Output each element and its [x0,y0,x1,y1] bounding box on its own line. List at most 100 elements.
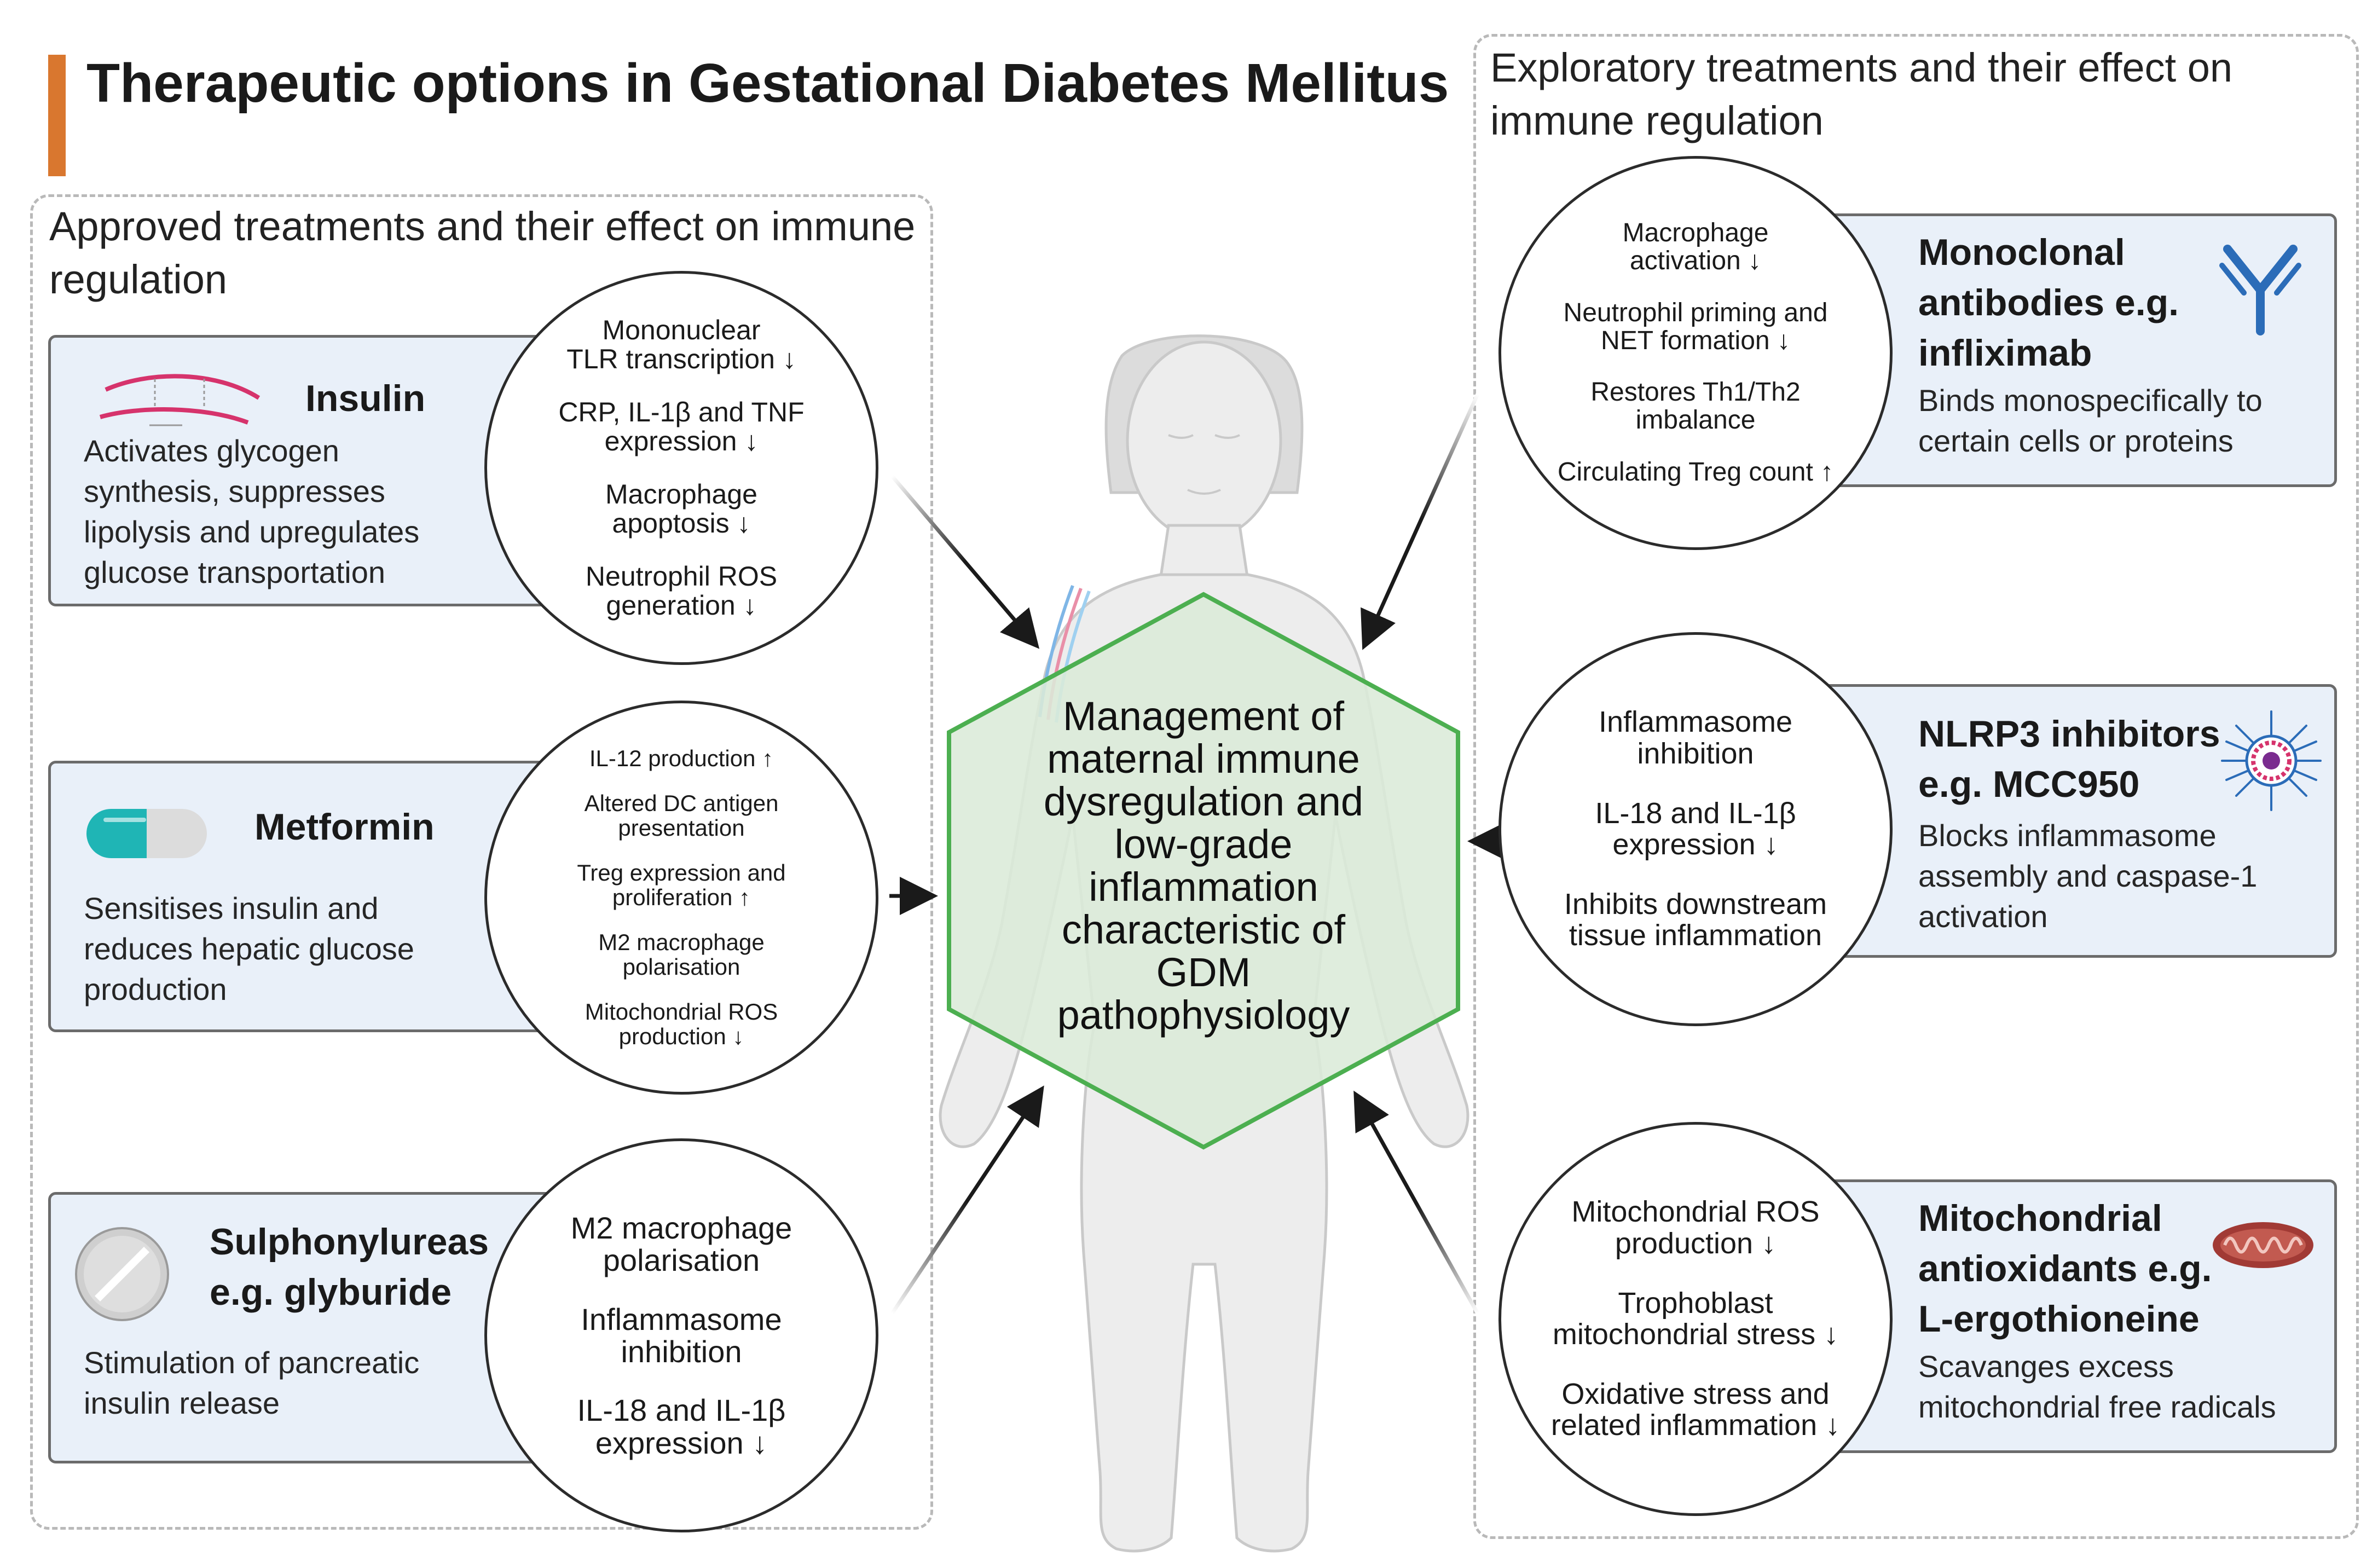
exploratory-heading-line: Exploratory treatments and their effect … [1490,45,2233,90]
inflammasome-icon [2221,710,2322,811]
desc-line: Blocks inflammasome [1918,818,2217,853]
approved-panel [30,194,933,1530]
central-hexagon-text: Management of maternal immune dysregulat… [995,695,1412,1037]
monoclonal-title: Monoclonal antibodies e.g. infliximab [1918,227,2179,378]
effect-item: IL-12 production ↑ [589,745,774,771]
title-line: Mitochondrial [1918,1197,2162,1239]
desc-line: mitochondrial free radicals [1918,1390,2276,1424]
title-line: e.g. glyburide [210,1271,452,1313]
metformin-title: Metformin [254,806,435,848]
approved-heading-line: regulation [49,257,228,302]
desc-line: Activates glycogen [84,433,339,468]
exploratory-panel-heading: Exploratory treatments and their effect … [1490,41,2232,147]
desc-line: synthesis, suppresses [84,474,385,508]
desc-line: certain cells or proteins [1918,424,2234,458]
title-line: Monoclonal [1918,232,2125,273]
desc-line: glucose transportation [84,555,386,589]
title-line: infliximab [1918,332,2092,374]
effect-item: Circulating Treg count ↑ [1557,458,1834,487]
hexagon-line: low-grade [1114,821,1293,867]
sulphonylureas-description: Stimulation of pancreatic insulin releas… [84,1343,419,1424]
mitochondrial-title: Mitochondrial antioxidants e.g. L-ergoth… [1918,1193,2212,1344]
mitochondrion-icon [2213,1222,2313,1268]
figure-title: Therapeutic options in Gestational Diabe… [86,53,1449,114]
title-line: antioxidants e.g. [1918,1248,2212,1289]
desc-line: reduces hepatic glucose [84,931,414,966]
desc-line: insulin release [84,1386,280,1420]
nlrp3-title: NLRP3 inhibitors e.g. MCC950 [1918,709,2220,809]
desc-line: activation [1918,899,2048,934]
title-line: Sulphonylureas [210,1221,489,1263]
desc-line: production [84,972,227,1006]
hexagon-line: inflammation [1089,864,1318,910]
nlrp3-description: Blocks inflammasome assembly and caspase… [1918,815,2257,937]
hexagon-line: GDM [1156,950,1251,995]
hexagon-line: maternal immune [1047,736,1360,782]
title-line: e.g. MCC950 [1918,763,2140,805]
exploratory-panel [1473,34,2359,1539]
metformin-description: Sensitises insulin and reduces hepatic g… [84,888,414,1010]
desc-line: Sensitises insulin and [84,891,379,925]
hexagon-line: Management of [1062,693,1345,739]
arrow-mitochondrial [1353,1090,1480,1315]
antibody-icon [2219,245,2301,335]
capsule-icon [86,809,207,858]
exploratory-heading-line: immune regulation [1490,98,1824,143]
central-hexagon [947,592,1460,1150]
desc-line: assembly and caspase-1 [1918,859,2258,893]
title-accent-bar [48,55,66,176]
monoclonal-card: Monoclonal antibodies e.g. infliximab Bi… [1806,213,2337,487]
title-line: antibodies e.g. [1918,282,2179,323]
approved-panel-heading: Approved treatments and their effect on … [49,200,915,306]
mitochondrial-card: Mitochondrial antioxidants e.g. L-ergoth… [1806,1179,2337,1453]
sulphonylureas-title: Sulphonylureas e.g. glyburide [210,1217,489,1317]
desc-line: Scavanges excess [1918,1349,2174,1384]
monoclonal-description: Binds monospecifically to certain cells … [1918,380,2263,461]
hexagon-line: dysregulation and [1043,779,1364,824]
desc-line: Binds monospecifically to [1918,383,2263,418]
arrow-sulphonylureas [890,1085,1044,1315]
desc-line: Stimulation of pancreatic [84,1345,420,1380]
insulin-chain-icon [99,374,261,426]
mitochondrial-description: Scavanges excess mitochondrial free radi… [1918,1346,2276,1427]
title-line: L-ergothioneine [1918,1298,2200,1340]
hexagon-line: pathophysiology [1057,992,1350,1038]
approved-heading-line: Approved treatments and their effect on … [49,204,916,249]
insulin-description: Activates glycogen synthesis, suppresses… [84,431,419,593]
arrow-monoclonal [1361,393,1480,650]
arrow-insulin [890,475,1040,649]
insulin-title: Insulin [305,378,426,419]
nlrp3-card: NLRP3 inhibitors e.g. MCC950 Blocks infl… [1806,684,2337,958]
title-line: NLRP3 inhibitors [1918,713,2220,755]
tablet-icon [75,1227,169,1321]
hexagon-line: characteristic of [1061,907,1346,952]
